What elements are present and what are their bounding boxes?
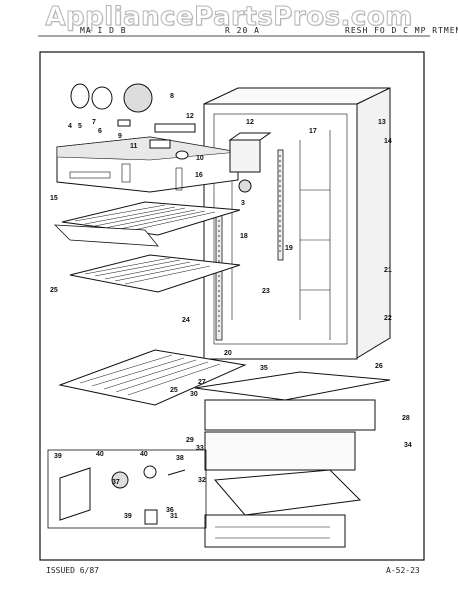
callout-32: 32 (198, 477, 206, 484)
callout-21: 21 (384, 267, 392, 274)
callout-39: 39 (54, 453, 62, 460)
callout-25: 25 (170, 387, 178, 394)
header-model-number: R 20 A (225, 26, 260, 35)
callout-19: 19 (285, 245, 293, 252)
callout-40: 40 (140, 451, 148, 458)
callout-38: 38 (176, 455, 184, 462)
issued-date: ISSUED 6/87 (46, 566, 99, 575)
callout-1: 1 (246, 119, 250, 126)
lamp-and-fan-parts (70, 83, 196, 160)
callout-12: 12 (186, 113, 194, 120)
callout-37: 37 (112, 479, 120, 486)
callout-11: 11 (130, 143, 138, 150)
callout-30: 30 (190, 391, 198, 398)
callout-36: 36 (166, 507, 174, 514)
crisper-drawers (194, 371, 391, 548)
hinge-detail-inset (47, 449, 207, 529)
callout-34: 34 (404, 442, 412, 449)
callout-15: 15 (50, 195, 58, 202)
callout-20: 20 (224, 350, 232, 357)
callout-26: 26 (375, 363, 383, 370)
callout-24: 24 (182, 317, 190, 324)
callout-23: 23 (262, 288, 270, 295)
callout-35: 35 (260, 365, 268, 372)
callout-3: 3 (241, 200, 245, 207)
callout-27: 27 (198, 379, 206, 386)
refrigerator-cabinet (203, 87, 391, 360)
callout-25: 25 (50, 287, 58, 294)
callout-2: 2 (250, 119, 254, 126)
diagram-code: A-52-23 (386, 566, 420, 575)
callout-4: 4 (68, 123, 72, 130)
thermostat-box (228, 132, 272, 193)
diagram-border (39, 51, 425, 561)
callout-14: 14 (384, 138, 392, 145)
control-housing (56, 136, 239, 193)
callout-40: 40 (96, 451, 104, 458)
callout-22: 22 (384, 315, 392, 322)
callout-31: 31 (170, 513, 178, 520)
header-section-title: RESH FO D C MP RTMENT (345, 26, 458, 35)
wire-shelf-lower (58, 349, 247, 406)
header-model-brand: MA I D B (80, 26, 127, 35)
wire-shelf-upper (53, 201, 241, 247)
callout-17: 17 (309, 128, 317, 135)
callout-6: 6 (98, 128, 102, 135)
wire-shelf-middle (69, 254, 241, 293)
callout-8: 8 (170, 93, 174, 100)
callout-13: 13 (378, 119, 386, 126)
callout-28: 28 (402, 415, 410, 422)
callout-33: 33 (196, 445, 204, 452)
callout-5: 5 (78, 123, 82, 130)
callout-7: 7 (92, 119, 96, 126)
callout-29: 29 (186, 437, 194, 444)
callout-39: 39 (124, 513, 132, 520)
callout-10: 10 (196, 155, 204, 162)
watermark: AppliancePartsPros.com (45, 2, 413, 33)
callout-18: 18 (240, 233, 248, 240)
callout-16: 16 (195, 172, 203, 179)
callout-9: 9 (118, 133, 122, 140)
